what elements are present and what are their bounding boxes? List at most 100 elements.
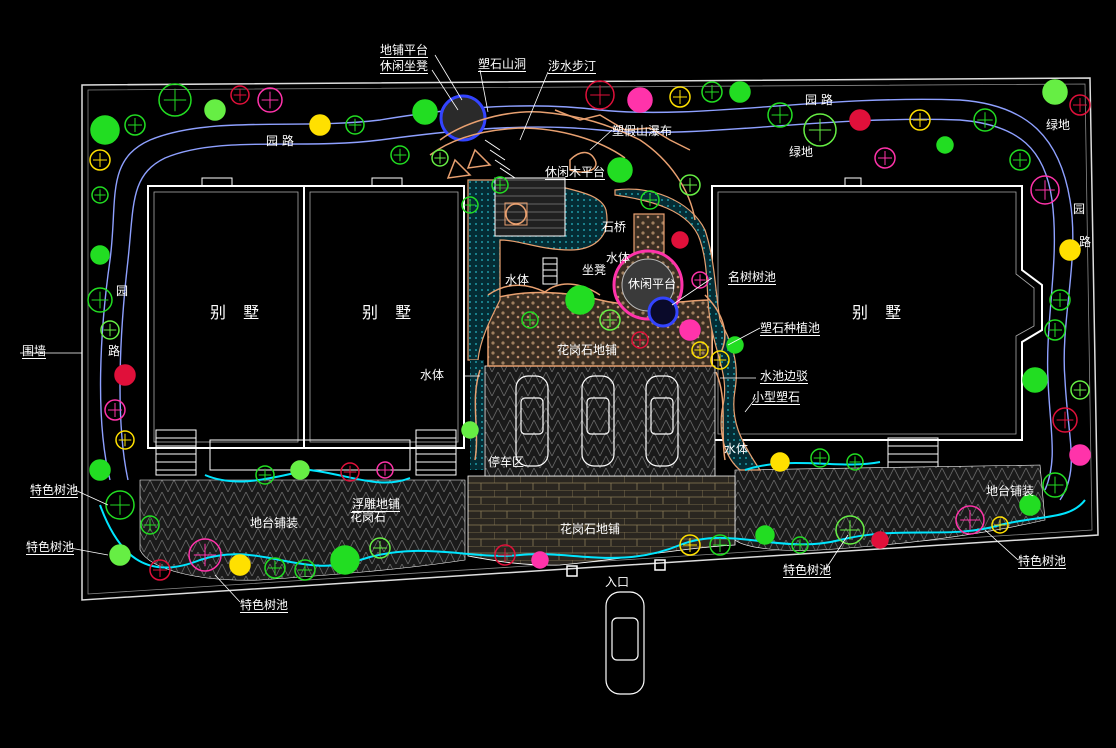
tree-symbol-cross [393, 148, 407, 162]
tree-symbol-cross [603, 313, 617, 327]
tree-symbol-cross [108, 403, 122, 417]
tree-symbol-cross [93, 153, 107, 167]
tree-symbol [255, 465, 275, 485]
tree-symbol [701, 81, 723, 103]
label-feature-tree-pool-4: 特色树池 [783, 563, 832, 578]
tree-symbol [257, 87, 283, 113]
tree-symbol [461, 421, 479, 439]
tree-symbol-cross [118, 433, 132, 447]
tree-symbol [607, 157, 633, 183]
tree-symbol [330, 545, 360, 575]
villa-middle [303, 177, 465, 449]
label-feature-tree-pool-1: 特色树池 [30, 483, 79, 498]
tree-symbol-cross [494, 179, 506, 191]
tree-symbol [955, 505, 985, 535]
tree-symbol-cross [498, 548, 512, 562]
tree-symbol [158, 83, 192, 117]
tree-symbol [431, 149, 449, 167]
tree-symbol-cross [713, 538, 727, 552]
tree-symbol [294, 559, 316, 581]
tree-symbol-cross [163, 88, 187, 112]
label-green-land-right: 绿地 [1046, 118, 1071, 132]
tree-symbol [105, 490, 135, 520]
tree-symbol [140, 515, 160, 535]
tree-symbol [1059, 239, 1081, 261]
tree-symbol [494, 544, 516, 566]
label-garden-path-left-1: 园 [116, 284, 129, 298]
parking-area [484, 365, 716, 477]
tree-symbol-cross [1046, 476, 1064, 494]
tree-symbol [669, 86, 691, 108]
tree-symbol [835, 515, 865, 545]
entrance-gate [566, 559, 666, 577]
tree-symbol [871, 531, 889, 549]
tree-symbol [89, 149, 111, 171]
tree-symbol-cross [348, 118, 362, 132]
tree-symbol [791, 536, 809, 554]
tree-symbol-cross [1073, 383, 1087, 397]
tree-symbol [640, 190, 660, 210]
tree-symbol [149, 559, 171, 581]
label-villa-middle: 别 墅 [362, 303, 418, 322]
tree-symbol [627, 87, 653, 113]
tree-symbol [585, 80, 615, 110]
tree-symbol [729, 81, 751, 103]
tree-symbol [100, 320, 120, 340]
tree-symbol [973, 108, 997, 132]
tree-symbol [204, 99, 226, 121]
tree-symbol-cross [683, 538, 697, 552]
tree-symbol [264, 557, 286, 579]
tree-symbol-cross [1056, 411, 1074, 429]
tree-symbol [1052, 407, 1078, 433]
tree-symbol [710, 350, 730, 370]
tree-symbol [90, 245, 110, 265]
garden-path [99, 98, 1074, 501]
label-feature-tree-pool-2: 特色树池 [26, 540, 75, 555]
tree-symbol-cross [1013, 153, 1027, 167]
tree-symbol [369, 537, 391, 559]
label-boundary-wall: 围墙 [22, 344, 47, 359]
tree-symbol-cross [268, 561, 282, 575]
tree-symbol [691, 271, 709, 289]
tree-symbol [767, 102, 793, 128]
tree-symbol [1042, 79, 1068, 105]
granite-paving-entrance [467, 475, 736, 566]
tree-symbol [810, 448, 830, 468]
label-leisure-platform: 休闲平台 [628, 277, 677, 291]
tree-symbol [671, 231, 689, 249]
tree-symbol [104, 399, 126, 421]
tree-symbol-cross [713, 353, 727, 367]
label-terrace-paving-left: 地台铺装 [250, 516, 299, 530]
tree-symbol [290, 460, 310, 480]
tree-symbol-cross [878, 151, 892, 165]
tree-symbol [770, 452, 790, 472]
tree-symbol [109, 544, 131, 566]
tree-symbol [90, 115, 120, 145]
label-granite: 花岗石 [350, 510, 387, 524]
label-granite-paving-entrance: 花岗石地铺 [560, 522, 621, 536]
tree-symbol-cross [103, 323, 117, 337]
label-garden-path-right-2: 路 [1079, 235, 1092, 249]
tree-symbol-cross [794, 539, 806, 551]
tree-symbol [91, 186, 109, 204]
tree-symbol [376, 461, 394, 479]
tree-symbol-cross [913, 113, 927, 127]
tree-symbol [521, 311, 539, 329]
label-stone-bridge: 石桥 [602, 220, 627, 234]
tree-symbol-cross [813, 451, 827, 465]
tree-symbol-cross [153, 563, 167, 577]
boundary-wall [81, 77, 1099, 601]
tree-symbol [89, 459, 111, 481]
tree-symbol-cross [258, 468, 272, 482]
tree-symbol [679, 174, 701, 196]
tree-symbol [846, 453, 864, 471]
label-garden-path-top-left: 园 路 [266, 134, 294, 148]
tree-symbol [599, 309, 621, 331]
tree-symbol-cross [128, 118, 142, 132]
tree-symbol-cross [705, 85, 719, 99]
tree-symbol [1019, 494, 1041, 516]
label-paved-platform: 地铺平台 [380, 43, 429, 58]
tree-symbol-cross [233, 88, 247, 102]
tree-symbol [412, 99, 438, 125]
